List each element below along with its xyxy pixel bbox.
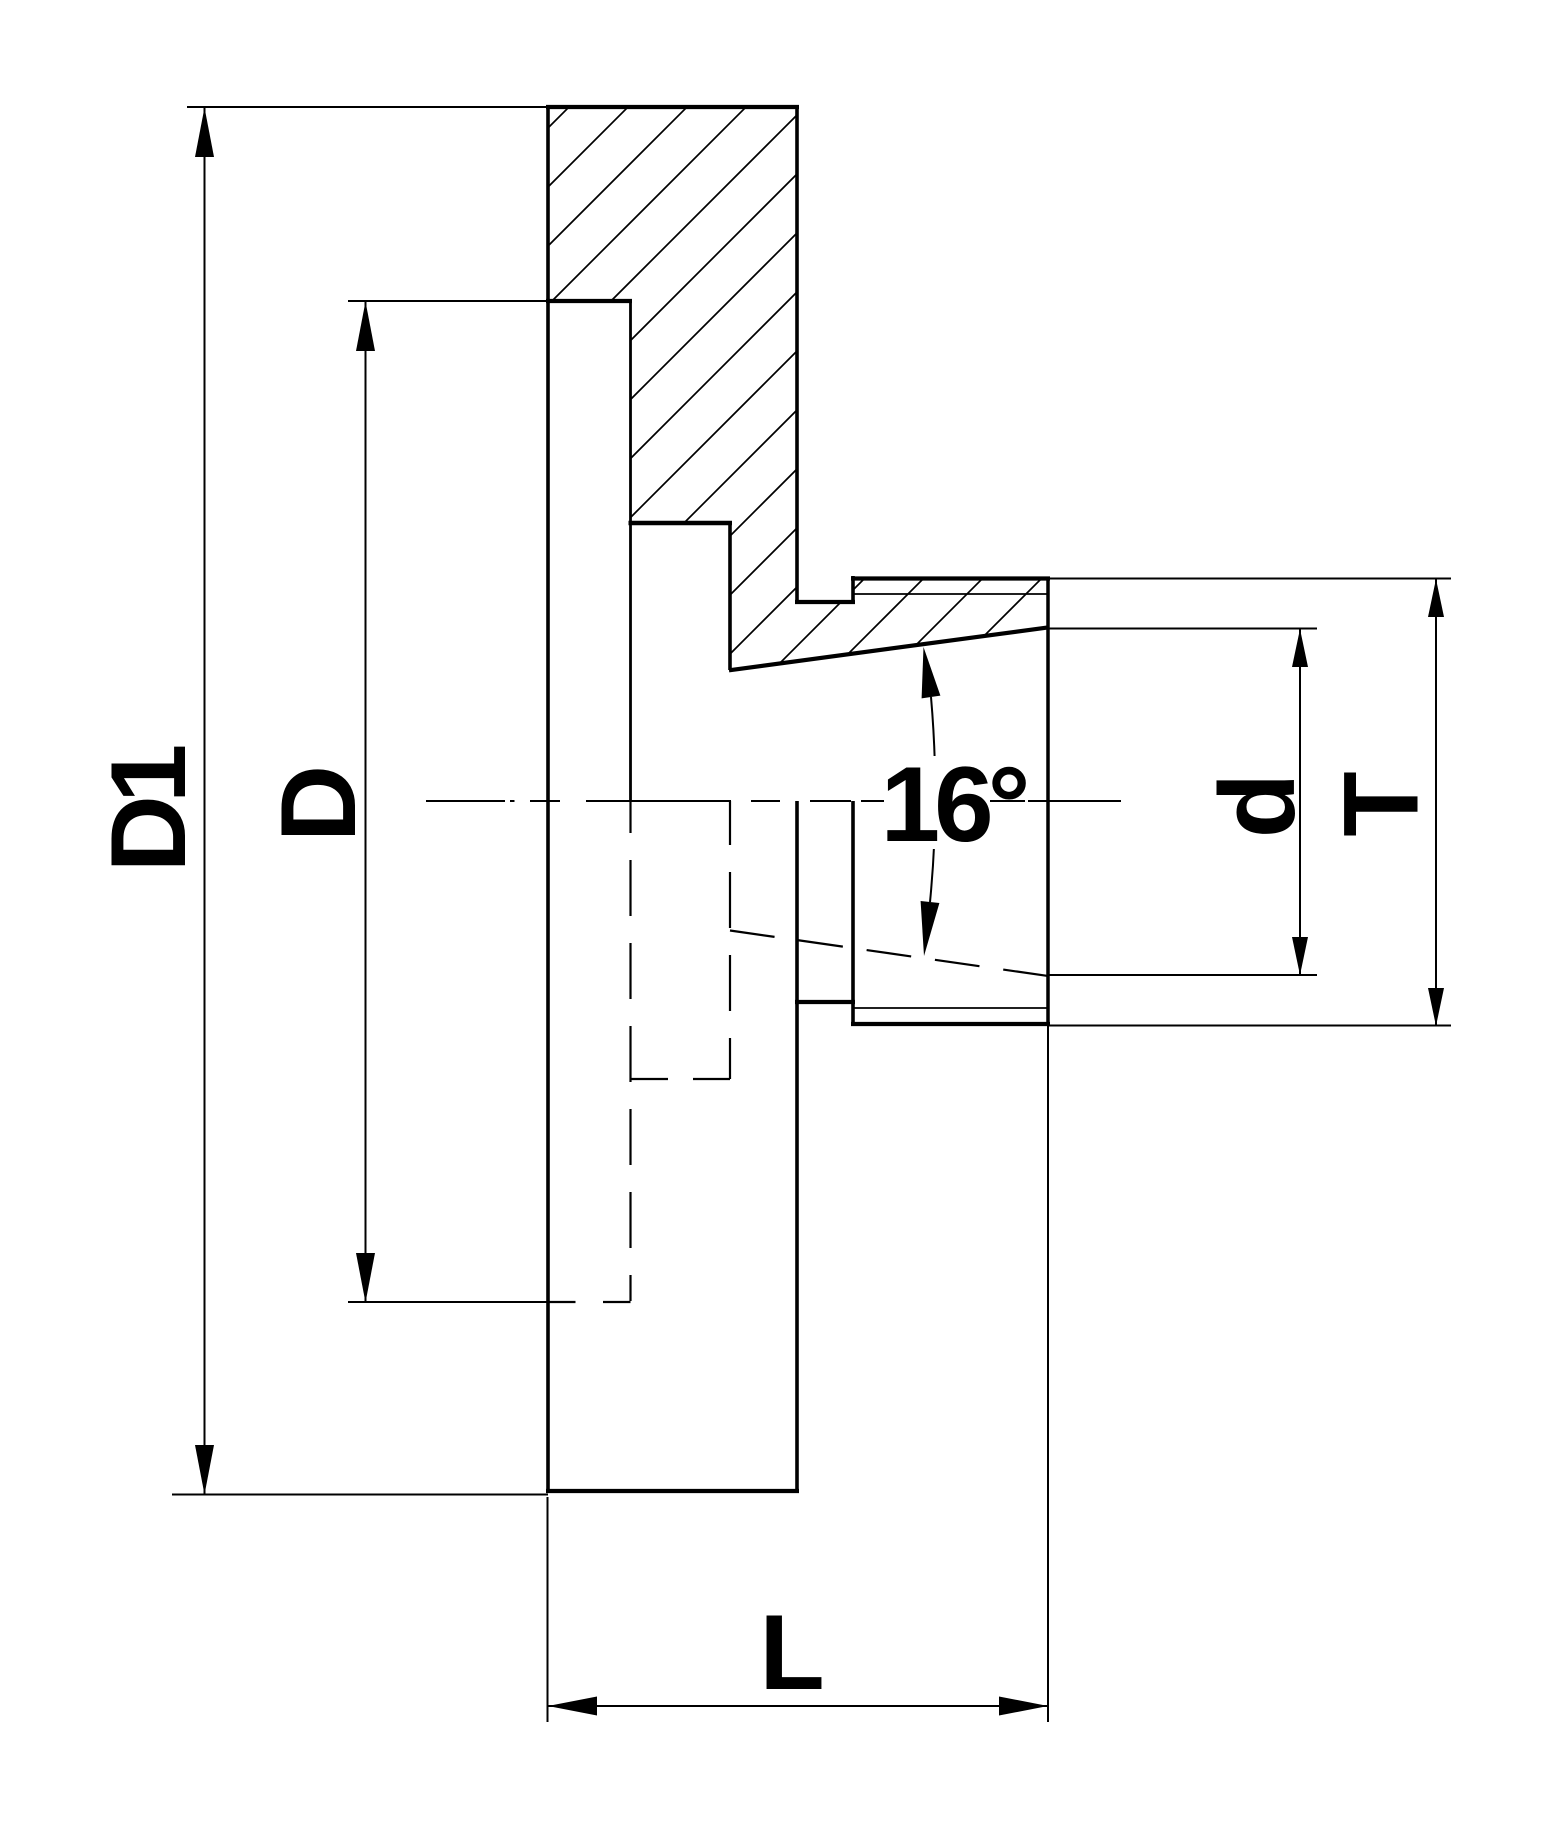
svg-text:T: T xyxy=(1321,771,1441,836)
svg-text:d: d xyxy=(1197,773,1317,838)
svg-text:D: D xyxy=(258,765,378,842)
svg-text:L: L xyxy=(759,1592,824,1712)
svg-text:16°: 16° xyxy=(881,744,1027,864)
svg-text:D1: D1 xyxy=(88,746,208,872)
